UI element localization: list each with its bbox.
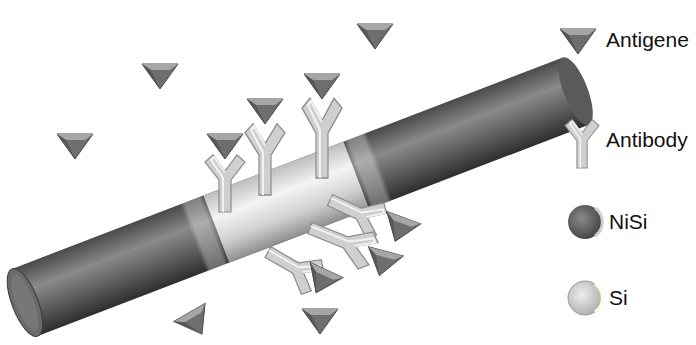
nisi-sample — [568, 205, 602, 239]
legend-text: Antibody — [606, 128, 688, 152]
antibody-sample — [565, 120, 599, 168]
nanowire — [0, 53, 600, 341]
legend-text: Si — [609, 286, 628, 310]
legend-text: NiSi — [609, 210, 648, 234]
si-sample — [568, 281, 602, 315]
legend-text: Antigene — [606, 28, 689, 52]
antigen-sample — [560, 29, 596, 54]
